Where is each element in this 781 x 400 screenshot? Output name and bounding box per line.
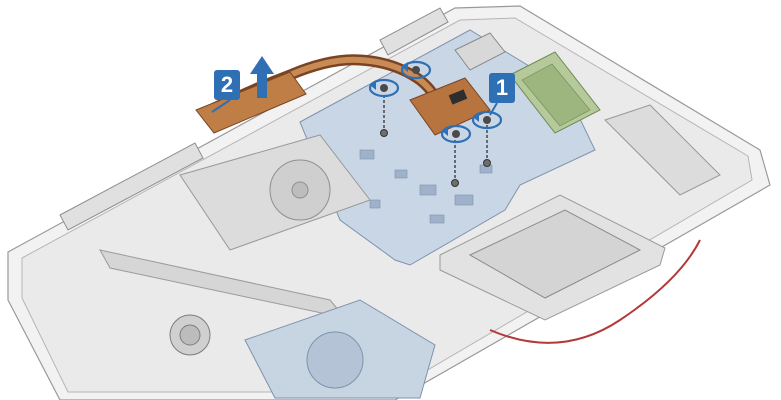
- step-2-badge: 2: [214, 70, 240, 100]
- screw-3: [483, 125, 491, 167]
- hard-drive-platter: [306, 331, 364, 389]
- heat-sink-black-pad: [448, 89, 468, 105]
- screw-1: [380, 95, 388, 137]
- step-2-leader: [211, 99, 231, 113]
- right-bracket: [604, 104, 721, 196]
- step-1-badge: 1: [489, 73, 515, 103]
- step-2-number: 2: [220, 72, 234, 97]
- ram-chip-row: [521, 63, 591, 127]
- wlan-card: [454, 32, 506, 71]
- step-1-number: 1: [495, 75, 509, 100]
- speaker-cable: [489, 239, 701, 344]
- screw-2: [451, 140, 459, 187]
- heat-sink-cpu-plate: [409, 77, 491, 136]
- screw-head-icons: [380, 66, 491, 138]
- rotate-arrowheads: [370, 62, 479, 136]
- touchpad: [468, 209, 642, 299]
- hinge-bar-left: [59, 142, 204, 231]
- hinge-bar-right: [379, 7, 449, 56]
- fan-hub: [291, 181, 309, 199]
- coin-cell-center: [179, 324, 201, 346]
- lift-arrow-icon: [250, 56, 274, 98]
- step-1-leader: [489, 102, 498, 116]
- rotate-counterclockwise-icon: [368, 60, 503, 144]
